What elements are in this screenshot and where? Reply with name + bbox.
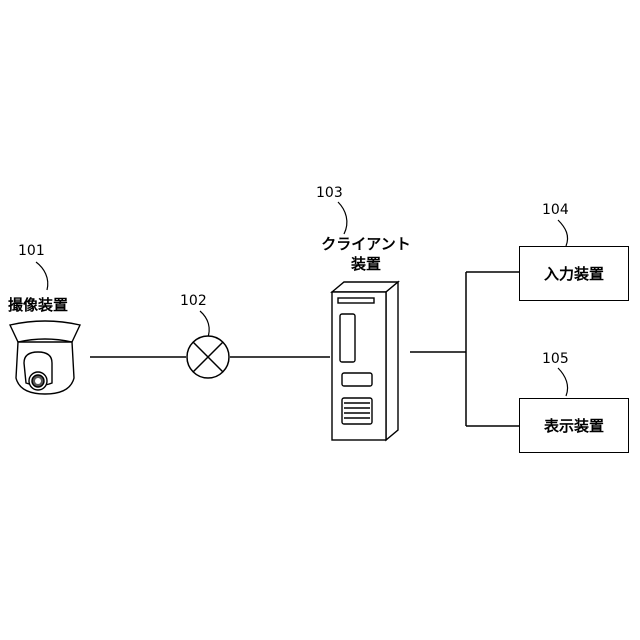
network-node-icon: [187, 336, 229, 378]
camera-leader: [36, 262, 48, 290]
client-label-line2: 装置: [351, 257, 381, 272]
display-device-ref-number: 105: [542, 352, 569, 366]
input-device-label: 入力装置: [544, 263, 604, 284]
network-ref-number: 102: [180, 294, 207, 308]
server-tower-icon: [332, 282, 398, 440]
display-leader: [558, 368, 568, 396]
input-device-box: 入力装置: [519, 246, 629, 301]
camera-ref-number: 101: [18, 244, 45, 258]
input-device-ref-number: 104: [542, 203, 569, 217]
camera-label: 撮像装置: [8, 298, 68, 313]
display-device-box: 表示装置: [519, 398, 629, 453]
dome-camera-icon: [10, 321, 80, 394]
client-ref-number: 103: [316, 186, 343, 200]
client-label-line1: クライアント: [321, 237, 410, 252]
input-leader: [558, 220, 568, 246]
client-leader: [338, 202, 347, 234]
display-device-label: 表示装置: [544, 415, 604, 436]
